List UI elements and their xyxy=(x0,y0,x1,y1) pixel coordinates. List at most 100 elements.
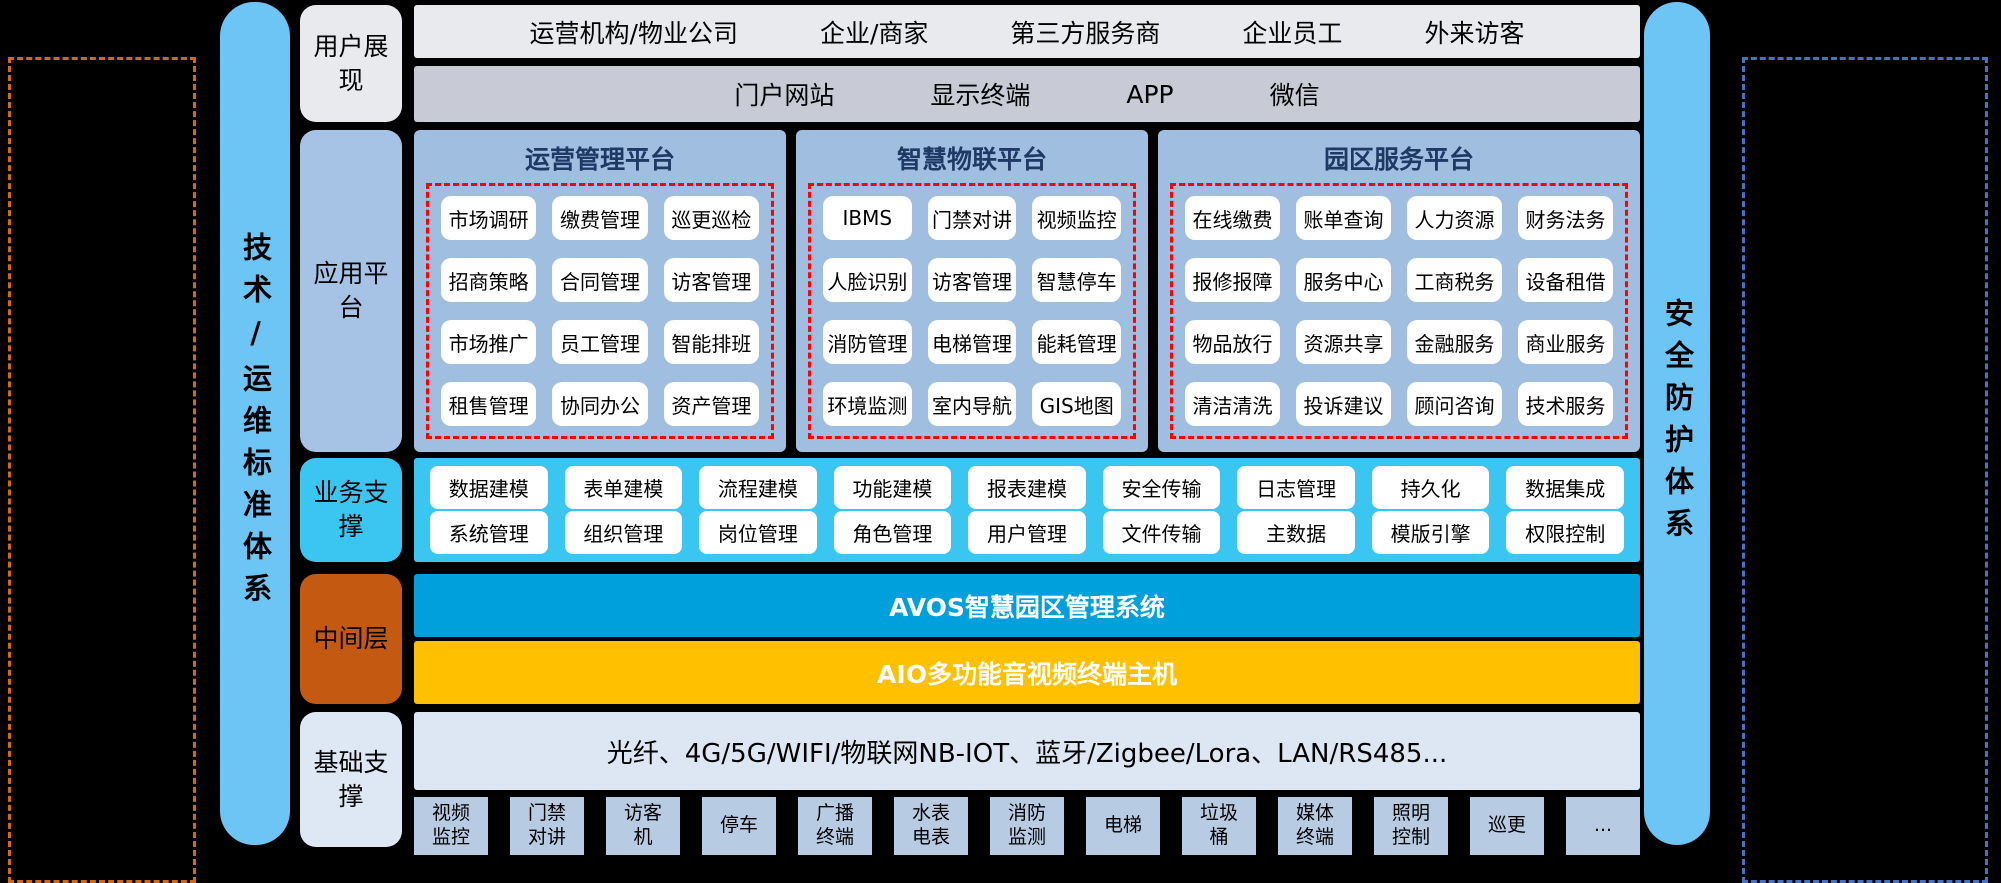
application-platforms-row: 运营管理平台 市场调研缴费管理巡更巡检招商策略合同管理访客管理市场推广员工管理智… xyxy=(414,130,1640,452)
security-protection-label: 安全防护体系 xyxy=(1660,297,1695,550)
device-box: 电梯 xyxy=(1086,797,1160,855)
module-chip: 工商税务 xyxy=(1407,258,1502,302)
platform-modules: 在线缴费账单查询人力资源财务法务报修报障服务中心工商税务设备租借物品放行资源共享… xyxy=(1170,183,1628,439)
business-support-chip: 安全传输 xyxy=(1102,466,1221,509)
module-chip: 服务中心 xyxy=(1296,258,1391,302)
device-box: 停车 xyxy=(702,797,776,855)
platform-title: 运营管理平台 xyxy=(524,145,675,174)
device-box: 访客机 xyxy=(606,797,680,855)
module-chip: 门禁对讲 xyxy=(927,196,1017,240)
module-chip: 金融服务 xyxy=(1407,320,1502,364)
smart-park-architecture-diagram: 技术/运维标准体系 安全防护体系 用户展现 应用平台 业务支撑 中间层 基础支撑… xyxy=(8,2,1988,883)
user-role: 第三方服务商 xyxy=(1010,18,1161,48)
module-chip: 招商策略 xyxy=(441,258,537,302)
module-chip: 缴费管理 xyxy=(552,196,648,240)
business-support-chip: 流程建模 xyxy=(699,466,817,509)
module-chip: 市场推广 xyxy=(441,320,537,364)
module-chip: 智慧停车 xyxy=(1032,258,1121,302)
module-chip: 租售管理 xyxy=(441,382,537,426)
business-support-chip: 系统管理 xyxy=(430,511,548,554)
business-support-chip: 角色管理 xyxy=(833,511,952,554)
business-support-chip: 岗位管理 xyxy=(699,511,817,554)
module-chip: 访客管理 xyxy=(927,258,1017,302)
business-support-chip: 权限控制 xyxy=(1506,511,1624,554)
module-chip: 室内导航 xyxy=(927,382,1017,426)
device-box: 媒体终端 xyxy=(1278,797,1352,855)
module-chip: 视频监控 xyxy=(1032,196,1121,240)
business-support-chip: 模版引擎 xyxy=(1371,511,1490,554)
platform-modules: 市场调研缴费管理巡更巡检招商策略合同管理访客管理市场推广员工管理智能排班租售管理… xyxy=(426,183,774,439)
module-chip: 消防管理 xyxy=(823,320,912,364)
user-roles-band: 运营机构/物业公司企业/商家第三方服务商企业员工外来访客 xyxy=(414,5,1640,58)
module-chip: 设备租借 xyxy=(1518,258,1613,302)
user-role: 企业员工 xyxy=(1242,18,1343,48)
business-support-chip: 文件传输 xyxy=(1102,511,1221,554)
row-label-application-platform: 应用平台 xyxy=(300,130,402,452)
module-chip: 资源共享 xyxy=(1296,320,1391,364)
module-chip: 协同办公 xyxy=(552,382,648,426)
module-chip: 能耗管理 xyxy=(1032,320,1121,364)
device-box: 消防监测 xyxy=(990,797,1064,855)
module-chip: 员工管理 xyxy=(552,320,648,364)
device-box: 巡更 xyxy=(1470,797,1544,855)
security-protection-pillar: 安全防护体系 xyxy=(1644,2,1710,845)
row-label-business-support: 业务支撑 xyxy=(300,458,402,562)
module-chip: 物品放行 xyxy=(1185,320,1280,364)
business-support-chip: 用户管理 xyxy=(968,511,1086,554)
module-chip: 电梯管理 xyxy=(927,320,1017,364)
business-support-band: 数据建模表单建模流程建模功能建模报表建模安全传输日志管理持久化数据集成 系统管理… xyxy=(414,458,1640,562)
business-support-chip: 主数据 xyxy=(1237,511,1355,554)
module-chip: 商业服务 xyxy=(1518,320,1613,364)
module-chip: 资产管理 xyxy=(663,382,759,426)
business-support-chip: 功能建模 xyxy=(833,466,952,509)
module-chip: 访客管理 xyxy=(663,258,759,302)
module-chip: 巡更巡检 xyxy=(663,196,759,240)
module-chip: 账单查询 xyxy=(1296,196,1391,240)
module-chip: 智能排班 xyxy=(663,320,759,364)
right-dashed-region xyxy=(1742,57,1988,883)
module-chip: 在线缴费 xyxy=(1185,196,1280,240)
user-channel: APP xyxy=(1126,79,1174,109)
module-chip: 清洁清洗 xyxy=(1185,382,1280,426)
device-box: 门禁对讲 xyxy=(510,797,584,855)
user-channel: 微信 xyxy=(1269,81,1320,110)
left-dashed-region xyxy=(8,57,196,883)
business-support-chip: 数据集成 xyxy=(1506,466,1624,509)
tech-ops-standards-label: 技术/运维标准体系 xyxy=(238,232,273,615)
business-support-chip: 持久化 xyxy=(1371,466,1490,509)
row-label-middleware: 中间层 xyxy=(300,574,402,704)
module-chip: 环境监测 xyxy=(823,382,912,426)
network-connectivity-bar: 光纤、4G/5G/WIFI/物联网NB-IOT、蓝牙/Zigbee/Lora、L… xyxy=(414,712,1640,790)
business-support-chip: 报表建模 xyxy=(968,466,1086,509)
user-channel: 显示终端 xyxy=(930,81,1031,110)
park-service-platform: 园区服务平台 在线缴费账单查询人力资源财务法务报修报障服务中心工商税务设备租借物… xyxy=(1158,130,1640,452)
module-chip: IBMS xyxy=(823,196,912,240)
platform-title: 园区服务平台 xyxy=(1323,145,1474,174)
user-role: 企业/商家 xyxy=(819,18,929,48)
user-role: 外来访客 xyxy=(1424,18,1525,48)
user-channel: 门户网站 xyxy=(734,81,835,110)
device-box: ... xyxy=(1566,797,1640,855)
device-box: 视频监控 xyxy=(414,797,488,855)
device-box: 照明控制 xyxy=(1374,797,1448,855)
module-chip: 顾问咨询 xyxy=(1407,382,1502,426)
business-support-chip: 日志管理 xyxy=(1237,466,1355,509)
module-chip: GIS地图 xyxy=(1032,382,1121,426)
platform-title: 智慧物联平台 xyxy=(896,145,1047,174)
module-chip: 报修报障 xyxy=(1185,258,1280,302)
device-box: 垃圾桶 xyxy=(1182,797,1256,855)
module-chip: 财务法务 xyxy=(1518,196,1613,240)
row-label-infrastructure: 基础支撑 xyxy=(300,712,402,847)
aio-terminal-bar: AIO多功能音视频终端主机 xyxy=(414,641,1640,704)
operation-management-platform: 运营管理平台 市场调研缴费管理巡更巡检招商策略合同管理访客管理市场推广员工管理智… xyxy=(414,130,786,452)
business-support-chip: 表单建模 xyxy=(564,466,683,509)
tech-ops-standards-pillar: 技术/运维标准体系 xyxy=(220,2,290,845)
module-chip: 市场调研 xyxy=(441,196,537,240)
device-box: 水表电表 xyxy=(894,797,968,855)
module-chip: 人力资源 xyxy=(1407,196,1502,240)
devices-row: 视频监控门禁对讲访客机停车广播终端水表电表消防监测电梯垃圾桶媒体终端照明控制巡更… xyxy=(414,797,1640,855)
business-support-chip: 数据建模 xyxy=(430,466,548,509)
user-channels-band: 门户网站 显示终端 APP 微信 xyxy=(414,66,1640,122)
